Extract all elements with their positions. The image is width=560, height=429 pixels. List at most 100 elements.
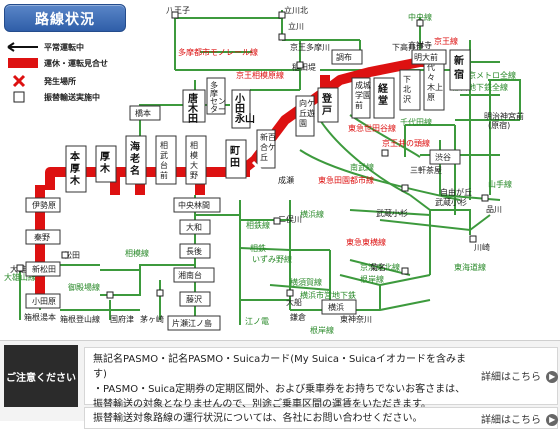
svg-text:セン: セン [210,97,226,106]
svg-text:国府津: 国府津 [110,314,134,324]
svg-text:運休・運転見合せ: 運休・運転見合せ [44,58,108,68]
svg-text:相: 相 [190,140,198,150]
svg-text:二俣川: 二俣川 [278,215,302,224]
svg-text:山手線: 山手線 [488,179,512,189]
svg-text:老: 老 [129,152,140,165]
svg-text:田: 田 [230,157,240,169]
svg-text:いずみ野線: いずみ野線 [252,254,292,264]
notice-panel: ご注意ください 無記名PASMO・記名PASMO・Suicaカード(My Sui… [0,340,560,429]
svg-text:東急東横線: 東急東横線 [346,237,386,247]
svg-text:田: 田 [235,103,245,115]
svg-text:小田原: 小田原 [32,297,56,306]
svg-text:根岸線: 根岸線 [310,325,334,335]
svg-text:東海道線: 東海道線 [454,262,486,272]
svg-text:大船: 大船 [286,297,302,307]
svg-text:東京メトロ全線: 東京メトロ全線 [460,70,516,80]
notice-line-1: 無記名PASMO・記名PASMO・Suicaカード(My Suica・Suica… [93,354,467,380]
detail-link-1-label[interactable]: 詳細はこちら [481,372,541,383]
notice-text: 無記名PASMO・記名PASMO・Suicaカード(My Suica・Suica… [93,352,477,412]
detail-link-2[interactable]: 詳細はこちら ▶ [481,411,559,427]
svg-text:東神奈川: 東神奈川 [340,314,372,324]
svg-text:大和: 大和 [186,222,202,232]
svg-text:下: 下 [403,75,411,84]
notice-label: ご注意ください [4,345,78,407]
svg-text:振替輸送実施中: 振替輸送実施中 [44,92,100,102]
svg-text:南武線: 南武線 [350,162,374,172]
svg-text:沢: 沢 [403,95,411,104]
svg-text:戸: 戸 [322,105,332,117]
svg-text:品川: 品川 [486,205,502,214]
notice-line-3: 振替輸送の対象となりませんので、別途ご乗車区間の運賃をいただきます。 [93,399,431,410]
svg-text:模: 模 [190,150,198,160]
svg-text:多: 多 [210,80,218,90]
arrow-right-icon: ▶ [546,371,559,383]
svg-text:新松田: 新松田 [32,264,56,274]
svg-text:多摩都市モノレール線: 多摩都市モノレール線 [178,47,258,57]
arrow-right-icon: ▶ [546,414,559,426]
detail-link-2-label[interactable]: 詳細はこちら [481,415,541,426]
route-map: .g { stroke:#3d9a3d; stroke-width:2; fil… [4,5,524,335]
svg-text:箱根登山線: 箱根登山線 [60,314,100,324]
svg-text:自由が丘: 自由が丘 [440,187,472,197]
svg-text:東急田園都市線: 東急田園都市線 [318,175,374,185]
svg-text:都営地下鉄全線: 都営地下鉄全線 [452,82,508,92]
svg-text:千代田線: 千代田線 [400,117,432,127]
svg-text:台: 台 [160,160,168,170]
notice-box-2: 振替輸送対象路線の運行状況については、各社にお問い合わせください。 詳細はこちら… [84,407,559,429]
svg-text:北: 北 [403,85,411,94]
svg-text:吉祥寺: 吉祥寺 [408,40,432,50]
svg-text:京王相模原線: 京王相模原線 [236,70,284,80]
svg-text:々: 々 [427,73,435,82]
svg-text:片瀬江ノ島: 片瀬江ノ島 [172,318,212,328]
svg-text:木: 木 [69,174,81,187]
detail-link-1[interactable]: 詳細はこちら ▶ [481,368,559,384]
svg-text:根岸線: 根岸線 [360,274,384,284]
svg-text:江ノ電: 江ノ電 [245,317,269,326]
svg-text:明治神宮前: 明治神宮前 [484,111,524,121]
svg-text:八王子: 八王子 [166,6,190,15]
stations-lower: 中央林間 大和 長後 湘南台 藤沢 片瀬江ノ島 横浜 伊勢原 秦野 新松田 小田… [25,197,357,331]
svg-text:新百: 新百 [260,132,276,142]
svg-text:横浜線: 横浜線 [300,209,324,219]
svg-text:名: 名 [130,164,140,177]
svg-text:代: 代 [427,62,435,72]
svg-text:厚: 厚 [100,151,110,163]
svg-text:鎌倉: 鎌倉 [290,312,306,322]
svg-text:長後: 長後 [186,246,202,256]
svg-text:野: 野 [190,171,198,180]
svg-text:本: 本 [70,150,81,163]
svg-text:下高井戸: 下高井戸 [392,42,424,52]
svg-text:相鉄線: 相鉄線 [246,220,270,230]
svg-text:唐: 唐 [188,92,198,105]
svg-text:学園: 学園 [355,90,371,100]
svg-text:原: 原 [427,93,435,102]
incident-marker [251,160,265,174]
svg-text:藤沢: 藤沢 [186,294,202,304]
svg-text:東急世田谷線: 東急世田谷線 [348,123,396,133]
svg-text:明大前: 明大前 [414,52,438,62]
svg-text:三軒茶屋: 三軒茶屋 [410,165,442,175]
svg-text:永山: 永山 [234,112,255,125]
svg-text:中央林間: 中央林間 [178,200,210,210]
svg-text:海: 海 [130,140,140,153]
svg-text:渋谷: 渋谷 [435,152,451,162]
svg-text:前: 前 [160,170,168,180]
svg-text:(原宿): (原宿) [488,120,510,130]
svg-text:湘南台: 湘南台 [178,270,202,280]
svg-text:横須賀線: 横須賀線 [290,277,322,287]
svg-text:茅ヶ崎: 茅ヶ崎 [140,314,164,324]
svg-text:箱根湯本: 箱根湯本 [24,312,56,322]
svg-text:経: 経 [378,82,389,95]
page-title-bar: 路線状況 [4,4,126,32]
svg-text:新: 新 [454,54,464,67]
svg-text:ター: ター [210,105,226,114]
svg-text:向ケ: 向ケ [299,98,315,108]
svg-text:御殿場線: 御殿場線 [68,282,100,292]
svg-text:成瀬: 成瀬 [278,175,294,185]
svg-text:摩: 摩 [210,88,218,98]
svg-text:調布: 調布 [336,52,352,62]
svg-text:相: 相 [160,140,168,150]
svg-text:園: 園 [299,119,307,128]
page-title: 路線状況 [35,12,95,28]
